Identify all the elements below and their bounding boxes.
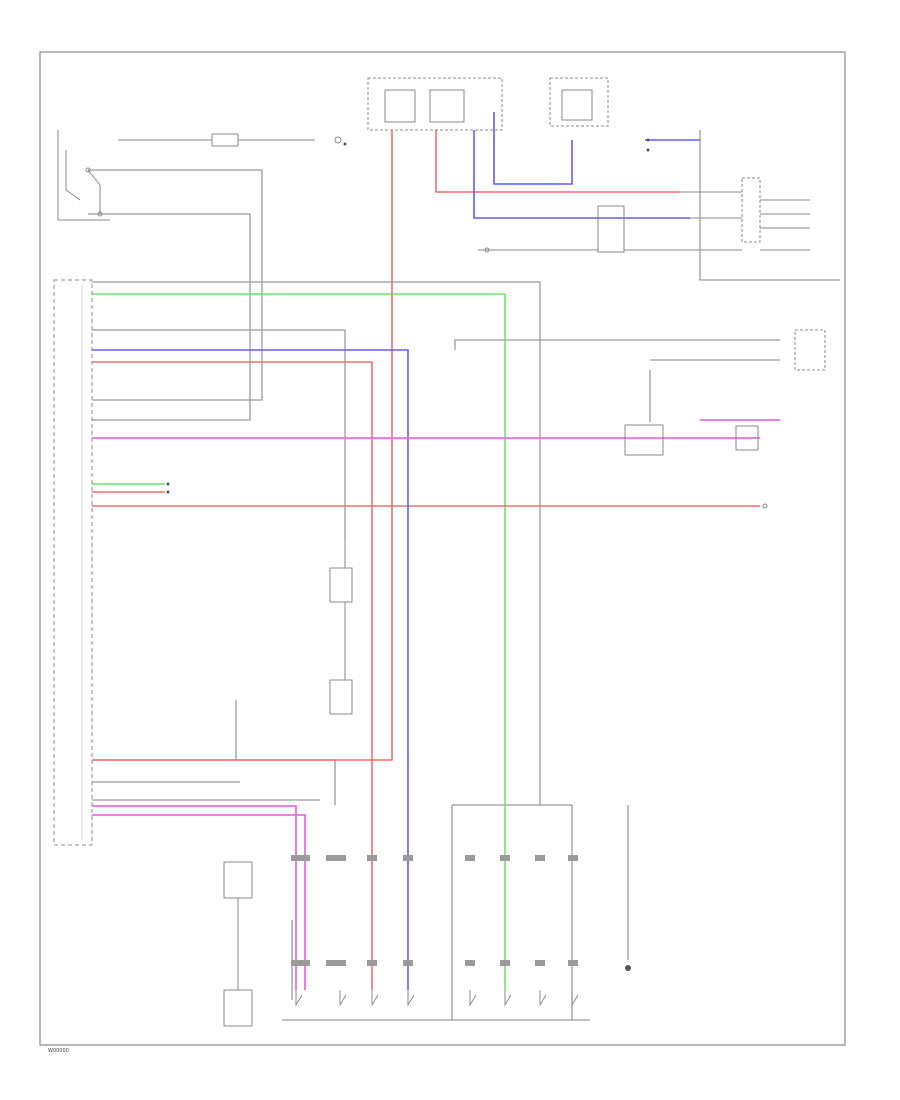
right-connector-block <box>680 177 810 251</box>
main-control-module <box>53 279 93 846</box>
blue-wires <box>92 112 700 990</box>
red-wires <box>92 130 760 990</box>
relay-box-1 <box>367 77 503 131</box>
gray-wires <box>88 130 840 1021</box>
pink-wires <box>92 419 780 990</box>
center-right-sensor <box>624 424 664 456</box>
green-wire <box>92 293 506 990</box>
ground-point <box>625 965 631 971</box>
top-fuse-link <box>118 133 342 147</box>
bottom-switch-contacts <box>295 990 579 1007</box>
right-small-connectors <box>735 329 826 509</box>
relay-box-2 <box>549 77 609 127</box>
middle-sensors <box>329 540 353 715</box>
transfer-switch <box>57 130 110 221</box>
page-code: W00000 <box>48 1048 69 1054</box>
bottom-left-sensors <box>223 861 253 1027</box>
diagram-frame <box>39 51 846 1046</box>
upper-middle-switch <box>478 205 700 253</box>
bottom-harness-connectors <box>291 855 578 966</box>
terminal-dots <box>166 138 650 494</box>
